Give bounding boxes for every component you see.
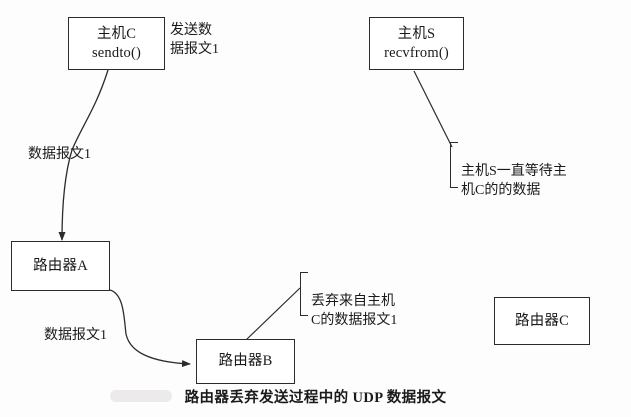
node-host-s-line2: recvfrom() xyxy=(384,44,449,61)
node-router-b-line1: 路由器B xyxy=(218,353,273,370)
leader-hosts-to-waiting-note xyxy=(413,70,453,148)
node-router-a-line1: 路由器A xyxy=(33,257,88,274)
figure-caption: 路由器丢弃发送过程中的 UDP 数据报文 xyxy=(184,390,447,406)
leader-drop-note-to-routerb xyxy=(245,287,301,341)
paper-smudge xyxy=(110,390,172,402)
node-router-c[interactable]: 路由器C xyxy=(494,297,590,345)
node-router-c-line1: 路由器C xyxy=(515,312,569,329)
node-router-a[interactable]: 路由器A xyxy=(11,241,110,291)
annotation-host-s-waiting: 主机S一直等待主 机C的的数据 xyxy=(450,142,567,199)
annotation-host-s-waiting-line2: 机C的的数据 xyxy=(461,183,541,199)
node-host-c[interactable]: 主机C sendto() xyxy=(68,17,165,70)
node-router-b[interactable]: 路由器B xyxy=(196,339,295,384)
label-datagram-upper: 数据报文1 xyxy=(28,147,91,162)
node-host-c-line2: sendto() xyxy=(91,44,142,61)
node-host-s[interactable]: 主机S recvfrom() xyxy=(369,17,464,70)
annotation-drop-datagram-line2: C的数据报文1 xyxy=(311,313,398,329)
annotation-bracket xyxy=(300,272,308,316)
label-datagram-lower: 数据报文1 xyxy=(44,328,107,343)
annotation-bracket xyxy=(450,142,458,188)
annotation-host-s-waiting-text: 主机S一直等待主 机C的的数据 xyxy=(458,142,567,199)
label-send-datagram: 发送数 据报文1 xyxy=(170,23,219,57)
annotation-host-s-waiting-line1: 主机S一直等待主 xyxy=(461,163,567,179)
edge-routera-to-routerb xyxy=(109,289,191,368)
annotation-drop-datagram: 丢弃来自主机 C的数据报文1 xyxy=(300,272,397,329)
node-host-c-line1: 主机C xyxy=(96,26,137,43)
edge-hostc-to-routera xyxy=(58,69,109,241)
annotation-drop-datagram-line1: 丢弃来自主机 xyxy=(311,293,395,309)
node-host-s-line1: 主机S xyxy=(397,26,436,43)
annotation-drop-datagram-text: 丢弃来自主机 C的数据报文1 xyxy=(308,272,397,329)
